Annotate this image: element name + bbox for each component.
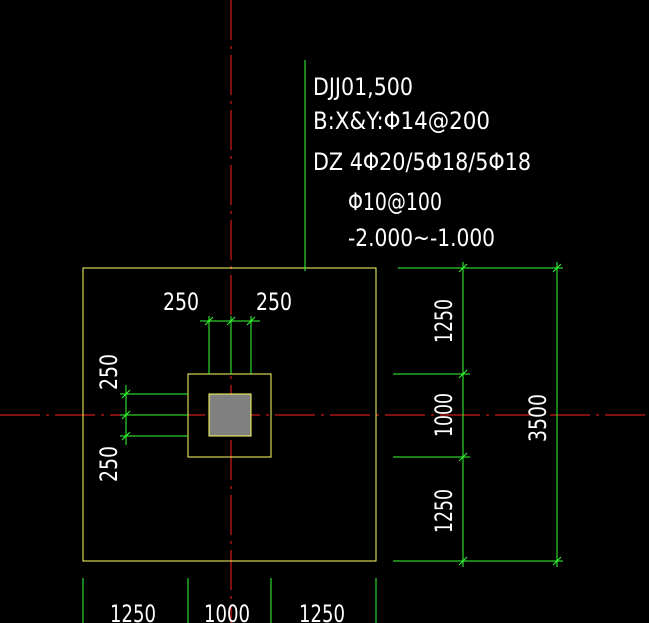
column-section — [208, 393, 252, 437]
dim-right-top: 1250 — [430, 299, 458, 343]
dim-top-right: 250 — [256, 288, 292, 316]
annotation-line-4: Φ10@100 — [348, 188, 442, 216]
dim-left-bottom: 250 — [95, 446, 123, 482]
dim-right-total: 3500 — [524, 394, 552, 442]
dim-left-top: 250 — [95, 354, 123, 390]
dimension-texts: 250 250 250 250 1250 1000 1250 3500 1250… — [95, 288, 552, 623]
dim-bottom-left: 1250 — [110, 600, 156, 623]
annotation-line-1: DJJ01,500 — [313, 73, 413, 101]
annotation-line-5: -2.000~-1.000 — [348, 224, 495, 252]
dim-bottom-right: 1250 — [299, 600, 345, 623]
dim-bottom-mid: 1000 — [204, 600, 250, 623]
annotation-block: DJJ01,500 B:X&Y:Φ14@200 DZ 4Φ20/5Φ18/5Φ1… — [313, 73, 531, 252]
annotation-line-2: B:X&Y:Φ14@200 — [313, 107, 490, 135]
dim-right-bottom: 1250 — [430, 489, 458, 533]
dimension-lines — [82, 262, 563, 623]
annotation-line-3: DZ 4Φ20/5Φ18/5Φ18 — [313, 148, 531, 176]
dim-right-mid: 1000 — [430, 393, 458, 437]
dim-top-left: 250 — [163, 288, 199, 316]
footing-base-rect — [82, 267, 377, 562]
